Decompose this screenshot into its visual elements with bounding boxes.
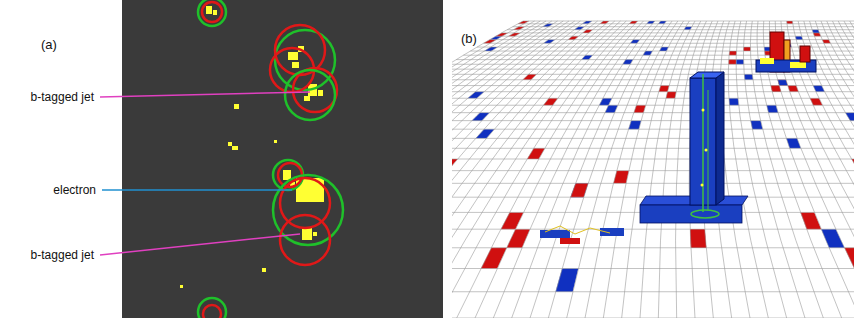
grid-line [827,21,854,318]
tower-cell [542,24,553,27]
grid-line [452,21,586,318]
grid-line [815,21,854,318]
grid-line [452,21,598,318]
tower-cell [490,36,502,39]
grid-line [452,21,558,318]
grid-line [452,138,854,139]
tower-cell [729,60,737,65]
grid-line [452,21,552,318]
grid-line [622,21,690,318]
callout-label: b-tagged jet [30,248,95,262]
eta-phi-panel [122,0,443,318]
grid-line [833,21,854,318]
jet-cones [198,0,343,318]
tower-cell [743,47,750,51]
tower-cell [508,33,520,36]
leader-lines [100,92,310,255]
grid-line [452,291,854,292]
grid-line [493,21,649,318]
grid-line [452,21,626,318]
panel-tag: (a) [40,38,58,52]
tower-cell [736,60,744,65]
grid-line [838,21,854,318]
grid-line [452,85,854,86]
grid-line [452,21,523,318]
callout-label: b-tagged jet [30,90,95,104]
grid-line [518,23,854,24]
tower-cell [821,229,844,248]
grid-line [470,51,854,52]
tower-cell [472,113,490,121]
grid-line [523,21,854,22]
grid-line [496,36,854,37]
grid-line [452,21,621,318]
grid-line [452,21,569,318]
grid-line [452,21,603,318]
grid-line [844,21,854,318]
tower-cell [476,129,495,138]
panel-tag: (b) [460,32,478,46]
grid-line [821,21,854,318]
tower-cell [729,98,739,105]
grid-line [463,55,854,56]
tower-cell [483,40,496,44]
grid-line [850,21,854,318]
tower-cell [507,229,530,248]
grid-line [452,21,529,318]
grid-line [567,21,672,318]
tower-cell [481,248,507,269]
grid-line [452,148,854,149]
grid-line [452,247,854,248]
grid-line [452,21,535,318]
grid-line [452,91,854,92]
grid-line [452,268,854,269]
grid-line [548,21,666,318]
callout-label: electron [52,183,97,197]
tower-cell [518,21,529,24]
grid-line [452,229,854,230]
grid-line [750,21,823,318]
grid-line [452,21,546,318]
grid-line [452,21,540,318]
tower-cell [468,92,484,99]
grid-line [640,21,695,318]
grid-line [452,21,615,318]
tower-cell [729,51,736,55]
tower-cell [544,40,555,44]
grid-line [507,29,854,30]
grid-line [452,21,609,318]
grid-line [483,43,854,44]
tower-cell [690,229,706,248]
lego-plot [452,21,854,318]
grid-line [513,26,854,27]
tower-cell [501,212,524,229]
tower-cell [484,47,497,51]
grid-line [477,47,854,48]
tower-cell [690,229,706,248]
grid-line [452,79,854,80]
energy-towers [540,32,816,244]
grid-line [452,105,854,106]
tower-cell [744,74,753,79]
grid-line [585,21,678,318]
tower-cell [513,27,524,30]
grid-line [512,21,655,318]
grid-line [475,21,643,318]
grid-line [452,21,575,318]
tower-cell [496,33,508,36]
tower-cell [523,74,537,79]
tower-cell [787,21,793,24]
